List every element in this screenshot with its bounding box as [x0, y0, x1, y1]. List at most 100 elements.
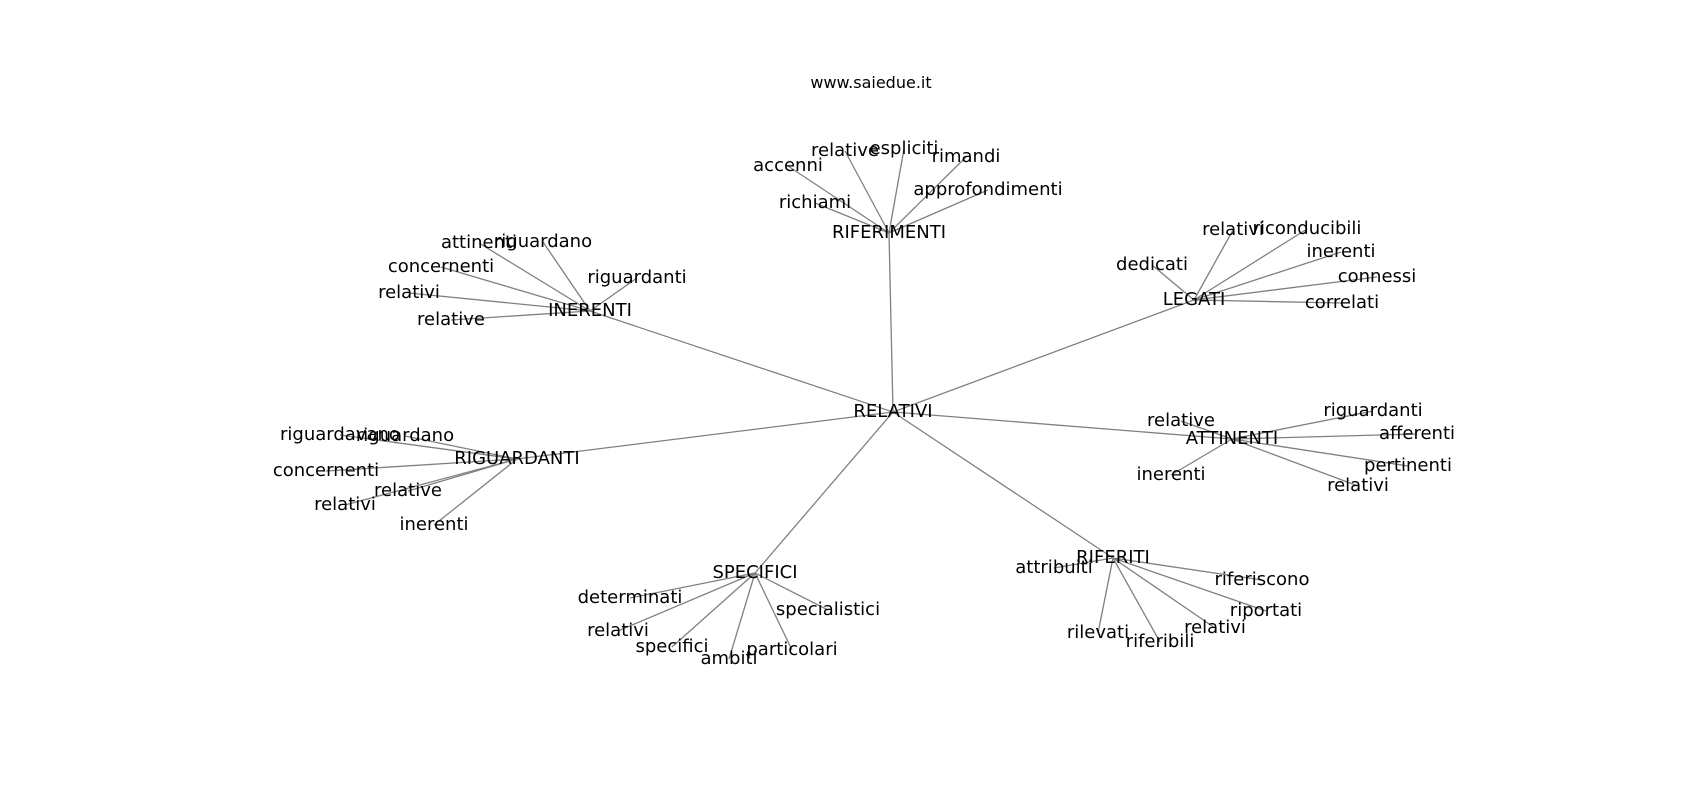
- edge-riguardanti-leaf-4: [344, 458, 518, 506]
- edge-legati-leaf-4: [1193, 276, 1378, 301]
- edge-inerenti-leaf-0: [478, 242, 591, 312]
- edge-legati-leaf-3: [1193, 251, 1342, 301]
- hub-node-riguardanti: RIGUARDANTI: [454, 448, 579, 469]
- leaf-node-label: richiami: [779, 192, 851, 213]
- leaf-node-label: relativi: [587, 620, 649, 641]
- edge-legati-leaf-2: [1151, 264, 1195, 301]
- leaf-node-label: specialistici: [776, 599, 880, 620]
- leaf-node-label: determinati: [578, 587, 683, 608]
- edge-inerenti-leaf-3: [589, 277, 638, 312]
- edge-riguardanti-leaf-2: [325, 458, 518, 472]
- hub-node-attinenti: ATTINENTI: [1186, 428, 1279, 449]
- edge-riferimenti-leaf-4: [814, 202, 890, 234]
- leaf-node-label: inerenti: [1136, 464, 1205, 485]
- leaf-node-label: relativi: [314, 494, 376, 515]
- edge-specifici-leaf-3: [671, 572, 756, 648]
- edge-root-inerenti: [589, 310, 894, 413]
- edge-riferimenti-leaf-2: [888, 148, 905, 234]
- edge-specifici-leaf-1: [754, 572, 829, 611]
- leaf-node-label: relativi: [1327, 475, 1389, 496]
- graph-labels: accennirelativeesplicitirimandirichiamia…: [273, 138, 1455, 669]
- edge-legati-leaf-0: [1193, 229, 1234, 301]
- edge-root-riferiti: [892, 411, 1114, 559]
- leaf-node-label: concernenti: [388, 256, 494, 277]
- edge-riferiti-leaf-1: [1112, 557, 1263, 581]
- edge-riferimenti-leaf-1: [844, 150, 890, 234]
- hub-node-specifici: SPECIFICI: [712, 562, 797, 583]
- edge-legati-leaf-5: [1193, 299, 1343, 304]
- edge-root-specifici: [754, 411, 894, 574]
- edge-inerenti-leaf-2: [440, 266, 591, 312]
- edge-root-legati: [892, 299, 1195, 413]
- leaf-node-label: relative: [374, 480, 442, 501]
- edge-specifici-leaf-0: [629, 572, 756, 599]
- edge-riguardanti-leaf-5: [433, 458, 518, 526]
- edge-riguardanti-leaf-1: [404, 435, 518, 460]
- graph-edges: [325, 148, 1418, 660]
- leaf-node-label: riguardavano: [280, 424, 400, 445]
- leaf-node-label: inerenti: [1306, 241, 1375, 262]
- edge-riferimenti-leaf-0: [787, 165, 890, 234]
- leaf-node-label: afferenti: [1379, 423, 1455, 444]
- edge-root-riguardanti: [516, 411, 894, 460]
- leaf-node-label: rimandi: [932, 146, 1001, 167]
- edge-riferiti-leaf-2: [1112, 557, 1267, 612]
- leaf-node-label: relative: [417, 309, 485, 330]
- leaf-node-label: relativi: [378, 282, 440, 303]
- leaf-node-label: espliciti: [870, 138, 939, 159]
- edge-riferiti-leaf-5: [1112, 557, 1161, 643]
- leaf-node-label: rilevati: [1067, 622, 1129, 643]
- edge-specifici-leaf-4: [728, 572, 756, 660]
- leaf-node-label: riguardano: [494, 231, 592, 252]
- leaf-node-label: specifici: [635, 636, 708, 657]
- leaf-node-label: riguardanti: [587, 267, 686, 288]
- leaf-node-label: approfondimenti: [913, 179, 1062, 200]
- edge-inerenti-leaf-1: [542, 241, 591, 312]
- leaf-node-label: attinenti: [441, 232, 517, 253]
- edge-riferimenti-leaf-5: [888, 189, 989, 234]
- leaf-node-label: riguardano: [356, 425, 454, 446]
- leaf-node-label: dedicati: [1116, 254, 1188, 275]
- hub-node-riferiti: RIFERITI: [1076, 547, 1150, 568]
- leaf-node-label: pertinenti: [1364, 455, 1452, 476]
- edge-attinenti-leaf-5: [1231, 438, 1359, 487]
- edge-attinenti-leaf-1: [1231, 410, 1374, 440]
- leaf-node-label: particolari: [746, 639, 837, 660]
- leaf-node-label: attribuiti: [1015, 557, 1092, 578]
- edge-riferiti-leaf-4: [1097, 557, 1114, 634]
- leaf-node-label: accenni: [753, 155, 823, 176]
- leaf-node-label: riferiscono: [1215, 569, 1310, 590]
- leaf-node-label: relative: [811, 140, 879, 161]
- edge-specifici-leaf-5: [754, 572, 793, 651]
- edge-attinenti-leaf-4: [1170, 438, 1233, 476]
- leaf-node-label: connessi: [1338, 266, 1417, 287]
- leaf-node-label: riconducibili: [1253, 218, 1362, 239]
- edge-riferiti-leaf-3: [1112, 557, 1216, 629]
- leaf-node-label: relativi: [1184, 617, 1246, 638]
- edge-riguardanti-leaf-0: [339, 434, 518, 460]
- leaf-node-label: riferibili: [1126, 631, 1195, 652]
- leaf-node-label: riguardanti: [1323, 400, 1422, 421]
- root-node-label: RELATIVI: [853, 401, 932, 422]
- edge-specifici-leaf-2: [617, 572, 756, 632]
- edge-inerenti-leaf-4: [408, 292, 591, 312]
- edge-riferiti-leaf-0: [1053, 557, 1114, 569]
- edge-root-riferimenti: [888, 232, 894, 413]
- edge-root-attinenti: [892, 411, 1233, 440]
- leaf-node-label: relative: [1147, 410, 1215, 431]
- hub-node-inerenti: INERENTI: [548, 300, 632, 321]
- leaf-node-label: concernenti: [273, 460, 379, 481]
- edge-attinenti-leaf-0: [1180, 420, 1233, 440]
- edge-inerenti-leaf-5: [450, 310, 591, 321]
- edge-attinenti-leaf-3: [1231, 438, 1409, 467]
- leaf-node-label: relativi: [1202, 219, 1264, 240]
- edge-legati-leaf-1: [1193, 228, 1308, 301]
- hub-node-riferimenti: RIFERIMENTI: [832, 222, 946, 243]
- leaf-node-label: inerenti: [399, 514, 468, 535]
- leaf-node-label: correlati: [1305, 292, 1379, 313]
- edge-attinenti-leaf-2: [1231, 433, 1418, 440]
- leaf-node-label: riportati: [1230, 600, 1302, 621]
- site-title: www.saiedue.it: [810, 73, 931, 92]
- hub-node-legati: LEGATI: [1163, 289, 1226, 310]
